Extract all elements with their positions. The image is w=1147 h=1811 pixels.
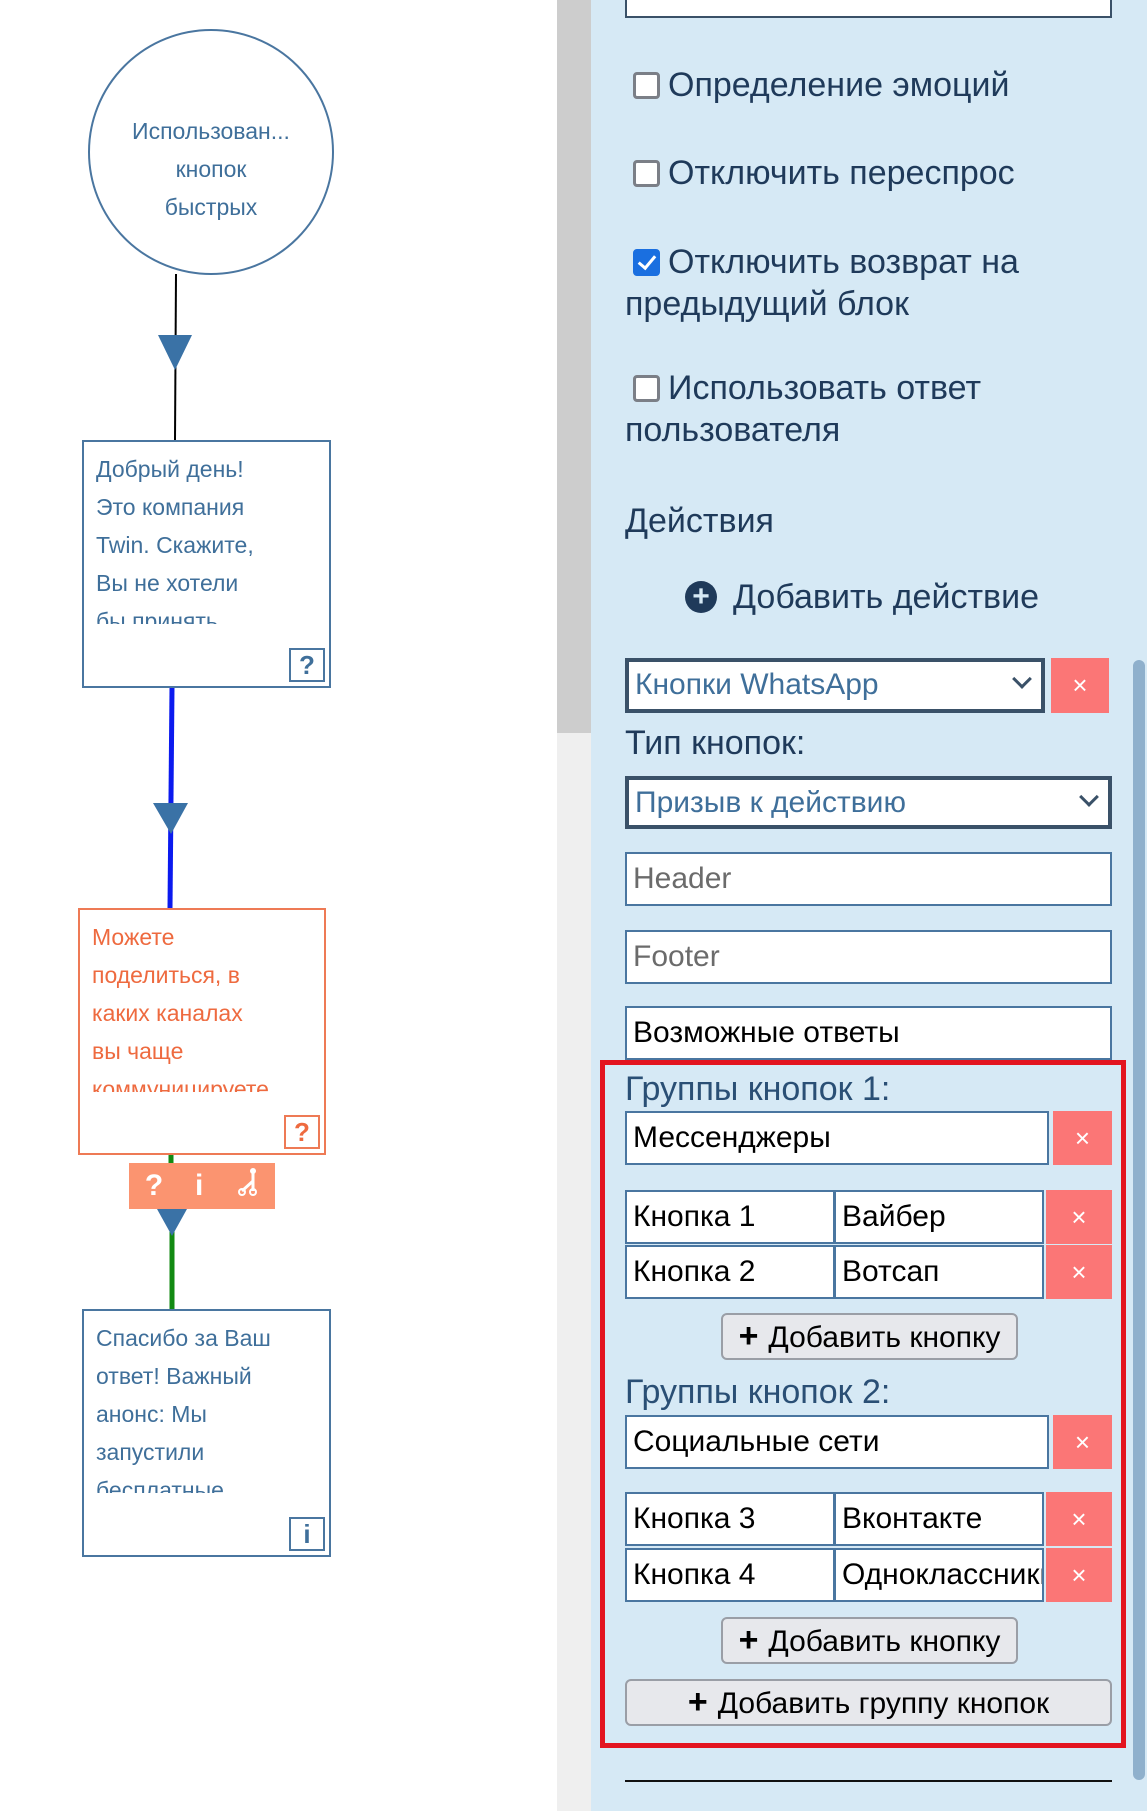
chevron-down-icon xyxy=(1012,669,1032,689)
checkbox-use-answer[interactable]: Использовать ответ пользователя xyxy=(625,369,982,449)
remove-button[interactable]: × xyxy=(1046,1492,1112,1546)
button-value-input[interactable]: Вотсап xyxy=(834,1245,1044,1299)
node-text: каких каналах xyxy=(92,1000,243,1026)
group-name-input[interactable]: Социальные сети xyxy=(625,1415,1049,1469)
top-select[interactable] xyxy=(625,0,1112,18)
node-text: анонс: Мы xyxy=(96,1401,207,1427)
flow-canvas[interactable]: Использован... кнопок быстрых Добрый ден… xyxy=(0,0,557,1811)
button-label-input[interactable]: Кнопка 2 xyxy=(625,1245,835,1299)
question-icon[interactable]: ? xyxy=(144,1169,164,1202)
chevron-down-icon xyxy=(1079,787,1099,807)
arrow-icon xyxy=(153,803,188,834)
node-text: бы принять xyxy=(96,608,218,624)
add-button-button[interactable]: +Добавить кнопку xyxy=(721,1313,1018,1360)
remove-action-button[interactable]: × xyxy=(1051,658,1109,713)
info-icon[interactable]: i xyxy=(194,1169,204,1202)
plus-icon: + xyxy=(738,1317,759,1355)
node-text: Twin. Скажите, xyxy=(96,532,254,558)
flow-connectors xyxy=(88,29,334,1309)
arrow-icon xyxy=(158,335,192,370)
button-label-input[interactable]: Кнопка 3 xyxy=(625,1492,835,1546)
add-group-button[interactable]: +Добавить группу кнопок xyxy=(625,1679,1112,1726)
node-text: вы чаще xyxy=(92,1038,184,1064)
arrow-icon xyxy=(157,1209,187,1236)
checkbox-no-return[interactable]: Отключить возврат на предыдущий блок xyxy=(625,243,1019,323)
plus-icon: + xyxy=(687,1683,708,1721)
header-input[interactable]: Header xyxy=(625,852,1112,906)
checkbox-no-reask[interactable]: Отключить переспрос xyxy=(633,152,1015,194)
branch-icon[interactable] xyxy=(235,1167,259,1205)
button-type-label: Тип кнопок: xyxy=(625,724,806,762)
message-node-2[interactable]: Можете поделиться, в каких каналах вы чаще к… xyxy=(78,908,326,1155)
node-text: Вы не хотели xyxy=(96,570,239,596)
node-text: Это компания xyxy=(96,494,245,520)
button-value-input[interactable]: Вайбер xyxy=(834,1190,1044,1244)
group-title: Группы кнопок 1: xyxy=(625,1070,891,1108)
splitter-scroll-thumb[interactable] xyxy=(557,0,591,733)
message-node-3[interactable]: Спасибо за Ваш ответ! Важный анонс: Мы запу… xyxy=(82,1309,331,1557)
action-type-select[interactable]: Кнопки WhatsApp xyxy=(625,658,1045,713)
plus-circle-icon: + xyxy=(685,581,717,613)
actions-title: Действия xyxy=(625,502,774,540)
divider xyxy=(625,1780,1112,1782)
add-button-button[interactable]: +Добавить кнопку xyxy=(721,1617,1018,1664)
add-action-button[interactable]: + Добавить действие xyxy=(685,576,1039,618)
checkbox[interactable] xyxy=(633,72,660,99)
button-value-input[interactable]: Одноклассники xyxy=(834,1548,1044,1602)
checkbox[interactable] xyxy=(633,375,660,402)
button-label-input[interactable]: Кнопка 1 xyxy=(625,1190,835,1244)
question-icon[interactable]: ? xyxy=(284,1115,320,1149)
settings-panel: Определение эмоций Отключить переспрос О… xyxy=(591,0,1147,1811)
button-type-select[interactable]: Призыв к действию xyxy=(625,776,1112,829)
node-text: Спасибо за Ваш xyxy=(96,1325,271,1351)
button-value-input[interactable]: Вконтакте xyxy=(834,1492,1044,1546)
question-icon[interactable]: ? xyxy=(289,648,325,682)
group-name-input[interactable]: Мессенджеры xyxy=(625,1111,1049,1165)
node-text: ответ! Важный xyxy=(96,1363,252,1389)
remove-group-button[interactable]: × xyxy=(1053,1111,1112,1165)
remove-button[interactable]: × xyxy=(1046,1190,1112,1244)
remove-group-button[interactable]: × xyxy=(1053,1415,1112,1469)
node-text: запустили xyxy=(96,1439,205,1465)
group-title: Группы кнопок 2: xyxy=(625,1373,891,1411)
checkbox-emotion[interactable]: Определение эмоций xyxy=(633,64,1010,106)
node-text: Можете xyxy=(92,924,175,950)
info-icon[interactable]: i xyxy=(289,1517,325,1551)
node-toolbar: ? i xyxy=(129,1163,275,1209)
panel-scrollbar[interactable] xyxy=(1133,660,1145,1780)
plus-icon: + xyxy=(738,1621,759,1659)
remove-button[interactable]: × xyxy=(1046,1245,1112,1299)
button-label-input[interactable]: Кнопка 4 xyxy=(625,1548,835,1602)
node-text: коммуницируете xyxy=(92,1076,269,1092)
node-text: Добрый день! xyxy=(96,456,244,482)
footer-input[interactable]: Footer xyxy=(625,930,1112,984)
button-groups-highlight xyxy=(600,1060,1126,1748)
node-text: бесплатные xyxy=(96,1477,224,1493)
checkbox-checked[interactable] xyxy=(633,249,660,276)
remove-button[interactable]: × xyxy=(1046,1548,1112,1602)
node-text: поделиться, в xyxy=(92,962,240,988)
start-node[interactable]: Использован... кнопок быстрых xyxy=(132,118,290,220)
checkbox[interactable] xyxy=(633,160,660,187)
possible-answers-field: Возможные ответы xyxy=(625,1006,1112,1060)
